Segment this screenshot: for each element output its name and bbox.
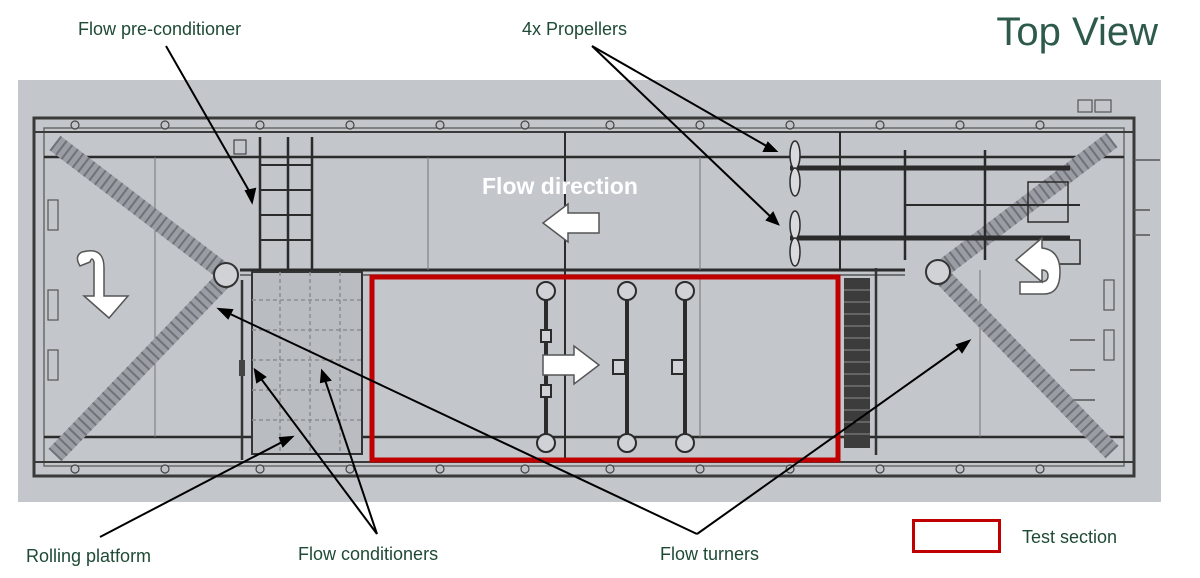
u-turn-arrow-right [1014,236,1061,295]
view-title: Top View [996,10,1158,54]
tunnel-frame [32,99,1160,478]
label-flow-conditioners: Flow conditioners [298,544,439,564]
legend-test-section-swatch [912,519,1001,553]
callout-leaders [99,45,972,538]
test-section-box [369,274,841,463]
label-flow-turners: Flow turners [660,544,760,564]
flow-direction-right-arrow [542,344,601,386]
flow-conditioners-grid [239,271,363,460]
flow-direction-left-arrow [541,202,600,244]
label-rolling-platform: Rolling platform [26,546,152,566]
drawing-panel [18,80,1161,502]
label-flow-preconditioner: Flow pre-conditioner [78,19,242,39]
traverse-supports [536,281,695,453]
propellers-assembly [789,140,1081,267]
flow-turners-left [48,135,239,462]
legend-test-section-label: Test section [1022,527,1118,547]
label-propellers: 4x Propellers [522,19,628,39]
u-turn-arrow-left [76,250,130,320]
flow-preconditioner-ladder [233,137,314,270]
flow-direction-text: Flow direction [482,173,638,199]
